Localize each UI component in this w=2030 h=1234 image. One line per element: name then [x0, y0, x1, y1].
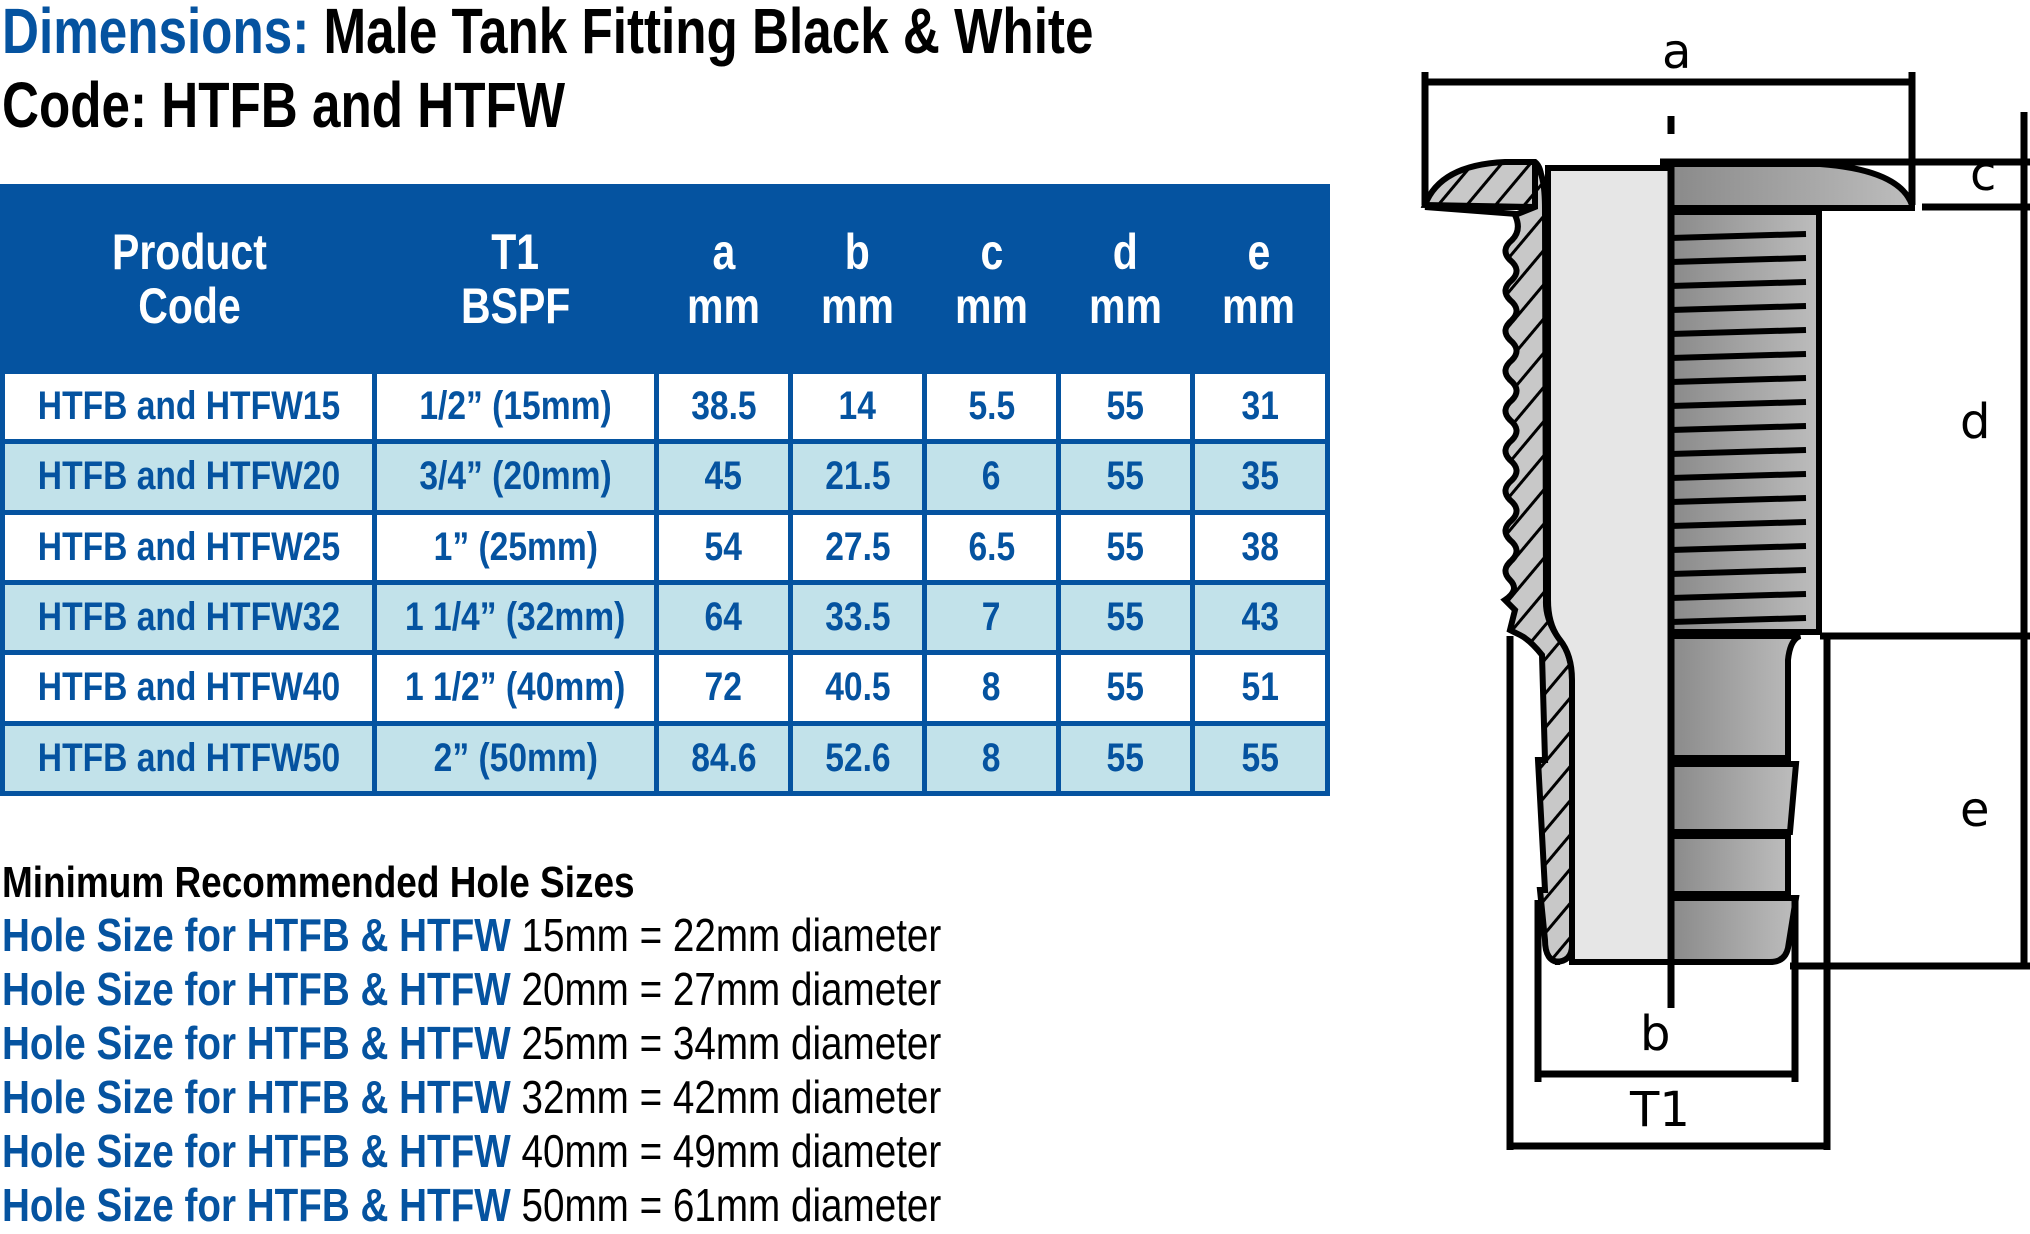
cell-c: 8 [922, 720, 1061, 797]
cell-e: 35 [1190, 439, 1330, 515]
hole-size-value: 15mm = 22mm diameter [510, 909, 942, 961]
hole-size-value: 40mm = 49mm diameter [510, 1125, 942, 1177]
cell-e: 31 [1190, 368, 1330, 445]
hole-size-row: Hole Size for HTFB & HTFW 25mm = 34mm di… [2, 1016, 1120, 1070]
fitting-diagram: a c d e b T1 [1380, 0, 2030, 1229]
cell-a: 72 [654, 650, 793, 726]
title-accent: Dimensions: [2, 0, 310, 67]
table-row: HTFB and HTFW32 1 1/4” (32mm) 64 33.5 7 … [0, 579, 1330, 656]
cell-e: 38 [1190, 509, 1330, 585]
dimension-label-e: e [1960, 782, 1990, 838]
hole-size-label: Hole Size for HTFB & HTFW [2, 963, 511, 1015]
table-row: HTFB and HTFW25 1” (25mm) 54 27.5 6.5 55… [0, 509, 1330, 585]
cell-product-code: HTFB and HTFW50 [0, 720, 377, 797]
title-line-2: Code: HTFB and HTFW [2, 69, 566, 141]
hole-size-row: Hole Size for HTFB & HTFW 50mm = 61mm di… [2, 1178, 1120, 1232]
hole-size-label: Hole Size for HTFB & HTFW [2, 1179, 511, 1231]
dimension-label-b: b [1640, 1006, 1671, 1062]
cell-c: 6.5 [922, 509, 1061, 585]
cell-d: 55 [1056, 368, 1195, 445]
title-line-1: Dimensions: Male Tank Fitting Black & Wh… [2, 0, 1093, 68]
cell-e: 51 [1190, 650, 1330, 726]
hole-size-row: Hole Size for HTFB & HTFW 40mm = 49mm di… [2, 1124, 1120, 1178]
cell-c: 7 [922, 579, 1061, 656]
cell-product-code: HTFB and HTFW32 [0, 579, 377, 656]
hole-size-label: Hole Size for HTFB & HTFW [2, 1125, 511, 1177]
hole-size-label: Hole Size for HTFB & HTFW [2, 1071, 511, 1123]
table-row: HTFB and HTFW40 1 1/2” (40mm) 72 40.5 8 … [0, 650, 1330, 726]
cell-d: 55 [1056, 579, 1195, 656]
hole-size-value: 32mm = 42mm diameter [510, 1071, 942, 1123]
cell-b: 40.5 [788, 650, 927, 726]
cell-e: 43 [1190, 579, 1330, 656]
cell-t1: 1” (25mm) [372, 509, 659, 585]
cell-b: 21.5 [788, 439, 927, 515]
cell-a: 45 [654, 439, 793, 515]
cell-a: 64 [654, 579, 793, 656]
tank-fitting-cross-section-icon [1420, 72, 2030, 1150]
cell-t1: 1/2” (15mm) [372, 368, 659, 445]
hole-size-value: 20mm = 27mm diameter [510, 963, 942, 1015]
page-title: Dimensions: Male Tank Fitting Black & Wh… [2, 0, 1366, 142]
dimension-label-t1: T1 [1630, 1082, 1690, 1138]
hole-size-value: 50mm = 61mm diameter [510, 1179, 942, 1231]
hole-size-label: Hole Size for HTFB & HTFW [2, 909, 511, 961]
hole-size-row: Hole Size for HTFB & HTFW 20mm = 27mm di… [2, 962, 1120, 1016]
cell-b: 52.6 [788, 720, 927, 797]
cell-e: 55 [1190, 720, 1330, 797]
cell-b: 33.5 [788, 579, 927, 656]
cell-d: 55 [1056, 439, 1195, 515]
cell-b: 14 [788, 368, 927, 445]
cell-t1: 2” (50mm) [372, 720, 659, 797]
hole-sizes-heading: Minimum Recommended Hole Sizes [2, 858, 635, 907]
hole-size-label: Hole Size for HTFB & HTFW [2, 1017, 511, 1069]
cell-a: 84.6 [654, 720, 793, 797]
cell-a: 38.5 [654, 368, 793, 445]
table-row: HTFB and HTFW50 2” (50mm) 84.6 52.6 8 55… [0, 720, 1330, 797]
cell-d: 55 [1056, 509, 1195, 585]
hole-size-row: Hole Size for HTFB & HTFW 32mm = 42mm di… [2, 1070, 1120, 1124]
table-row: HTFB and HTFW20 3/4” (20mm) 45 21.5 6 55… [0, 439, 1330, 515]
cell-a: 54 [654, 509, 793, 585]
cell-c: 6 [922, 439, 1061, 515]
cell-d: 55 [1056, 720, 1195, 797]
cell-d: 55 [1056, 650, 1195, 726]
cell-product-code: HTFB and HTFW40 [0, 650, 377, 726]
hole-sizes-section: Minimum Recommended Hole Sizes Hole Size… [2, 858, 1120, 1232]
cell-t1: 1 1/4” (32mm) [372, 579, 659, 656]
cell-product-code: HTFB and HTFW25 [0, 509, 377, 585]
cell-c: 5.5 [922, 368, 1061, 445]
dimension-label-d: d [1960, 394, 1991, 450]
cell-b: 27.5 [788, 509, 927, 585]
cell-c: 8 [922, 650, 1061, 726]
table-row: HTFB and HTFW15 1/2” (15mm) 38.5 14 5.5 … [0, 368, 1330, 445]
cell-product-code: HTFB and HTFW20 [0, 439, 377, 515]
dimension-label-a: a [1662, 24, 1692, 80]
hole-size-row: Hole Size for HTFB & HTFW 15mm = 22mm di… [2, 908, 1120, 962]
cell-product-code: HTFB and HTFW15 [0, 368, 377, 445]
cell-t1: 1 1/2” (40mm) [372, 650, 659, 726]
title-product-name: Male Tank Fitting Black & White [309, 0, 1094, 67]
dimension-label-c: c [1970, 146, 1997, 202]
hole-size-value: 25mm = 34mm diameter [510, 1017, 942, 1069]
cell-t1: 3/4” (20mm) [372, 439, 659, 515]
